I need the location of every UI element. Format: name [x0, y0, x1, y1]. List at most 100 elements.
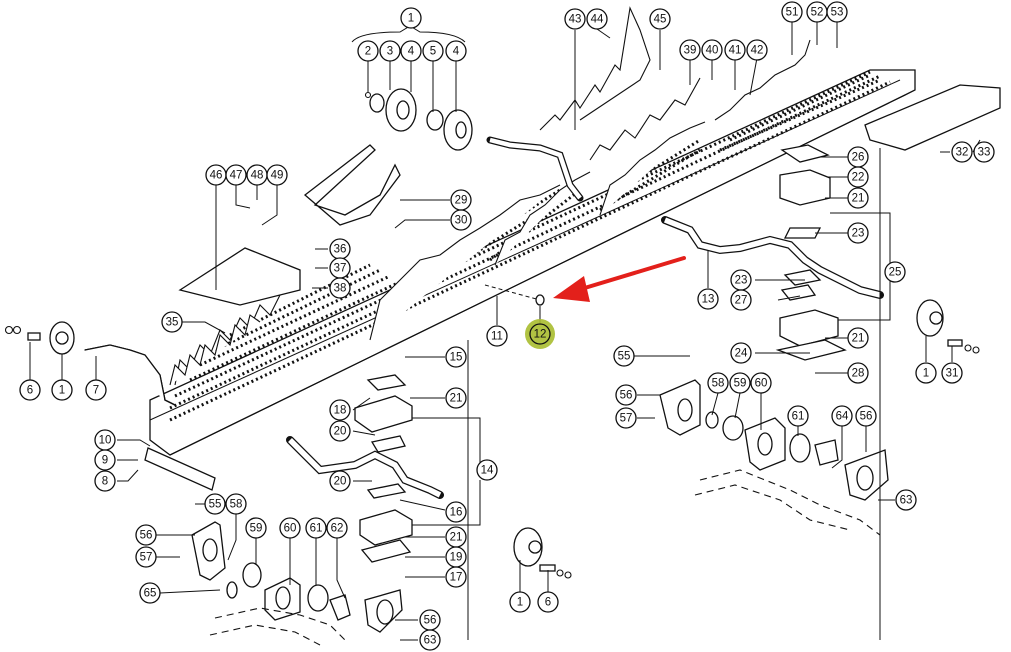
callout-circle [135, 546, 157, 568]
callout-6: 6 [537, 591, 559, 613]
callout-circle [445, 346, 467, 368]
callout-circle [379, 40, 401, 62]
callout-27: 27 [730, 289, 752, 311]
straw-walker [144, 6, 1001, 491]
callout-number: 1 [408, 13, 414, 25]
callout-number: 63 [900, 495, 913, 507]
callout-42: 42 [746, 39, 768, 61]
callout-21: 21 [445, 387, 467, 409]
callout-4: 4 [445, 40, 467, 62]
callout-number: 41 [729, 45, 742, 57]
callout-20: 20 [329, 420, 351, 442]
callout-circle [329, 277, 351, 299]
callout-number: 24 [735, 348, 748, 360]
callout-number: 5 [430, 46, 436, 58]
callout-45: 45 [649, 8, 671, 30]
callout-number: 51 [786, 7, 799, 19]
callout-8: 8 [94, 470, 116, 492]
callout-number: 40 [706, 45, 719, 57]
callout-number: 26 [852, 152, 865, 164]
callout-circle [679, 39, 701, 61]
callout-56: 56 [135, 524, 157, 546]
callout-number: 48 [251, 170, 264, 182]
callout-16: 16 [445, 501, 467, 523]
cover-plate [178, 247, 301, 306]
callout-number: 4 [408, 46, 415, 58]
callout-number: 39 [684, 45, 697, 57]
callout-circle [225, 164, 247, 186]
callout-1: 1 [509, 591, 531, 613]
callout-circle [781, 1, 803, 23]
callout-circle [895, 489, 917, 511]
callout-60: 60 [750, 372, 772, 394]
callout-26: 26 [847, 146, 869, 168]
callout-circle [94, 449, 116, 471]
callout-number: 60 [284, 523, 297, 535]
callout-circle [19, 379, 41, 401]
bearing-housing-lower-right [659, 379, 889, 501]
callout-number: 49 [271, 170, 284, 182]
callout-23: 23 [730, 269, 752, 291]
callout-44: 44 [586, 8, 608, 30]
callout-55: 55 [613, 345, 635, 367]
crankshaft-right-13 [661, 216, 884, 299]
callout-number: 19 [450, 552, 463, 564]
callout-number: 15 [450, 352, 463, 364]
callout-63: 63 [895, 489, 917, 511]
callout-2: 2 [357, 40, 379, 62]
callout-circle [724, 39, 746, 61]
bearing-housing-lower-left [191, 521, 403, 633]
callout-number: 43 [569, 14, 582, 26]
callout-number: 53 [831, 7, 844, 19]
callout-number: 20 [334, 426, 347, 438]
callout-number: 1 [923, 368, 929, 380]
callout-32: 32 [951, 141, 973, 163]
callout-number: 20 [334, 476, 347, 488]
callout-number: 44 [591, 14, 604, 26]
callout-circle [915, 362, 937, 384]
callout-circle [94, 470, 116, 492]
callout-number: 1 [59, 385, 65, 397]
callout-60: 60 [279, 517, 301, 539]
callout-number: 33 [978, 147, 991, 159]
bearing-block-upper-25 [779, 144, 831, 239]
callout-33: 33 [973, 141, 995, 163]
callout-number: 31 [946, 368, 959, 380]
callout-48: 48 [246, 164, 268, 186]
callout-circle [787, 405, 809, 427]
callout-number: 28 [852, 368, 865, 380]
callout-4: 4 [400, 40, 422, 62]
callout-40: 40 [701, 39, 723, 61]
callout-56: 56 [615, 384, 637, 406]
callout-number: 25 [889, 267, 902, 279]
callout-41: 41 [724, 39, 746, 61]
callout-number: 56 [140, 530, 153, 542]
callout-number: 21 [450, 393, 463, 405]
callout-circle [445, 387, 467, 409]
callout-63: 63 [419, 629, 441, 651]
callout-number: 9 [102, 455, 108, 467]
callout-circle [746, 39, 768, 61]
callout-19: 19 [445, 546, 467, 568]
callout-37: 37 [329, 257, 351, 279]
callout-circle [564, 8, 586, 30]
callout-circle [707, 372, 729, 394]
bearing-block-lower-25 [775, 269, 847, 361]
callout-number: 46 [210, 170, 223, 182]
callout-number: 30 [455, 215, 468, 227]
callout-10: 10 [94, 429, 116, 451]
callout-29: 29 [450, 189, 472, 211]
callout-38: 38 [329, 277, 351, 299]
callout-number: 29 [455, 195, 468, 207]
callout-number: 6 [545, 597, 551, 609]
callout-18: 18 [329, 399, 351, 421]
callout-number: 64 [836, 411, 849, 423]
callout-number: 21 [852, 193, 865, 205]
callout-circle [615, 384, 637, 406]
callout-58: 58 [707, 372, 729, 394]
nameplate [144, 447, 216, 491]
callout-14: 14 [476, 459, 498, 481]
callout-circle [847, 222, 869, 244]
callout-number: 56 [620, 390, 633, 402]
